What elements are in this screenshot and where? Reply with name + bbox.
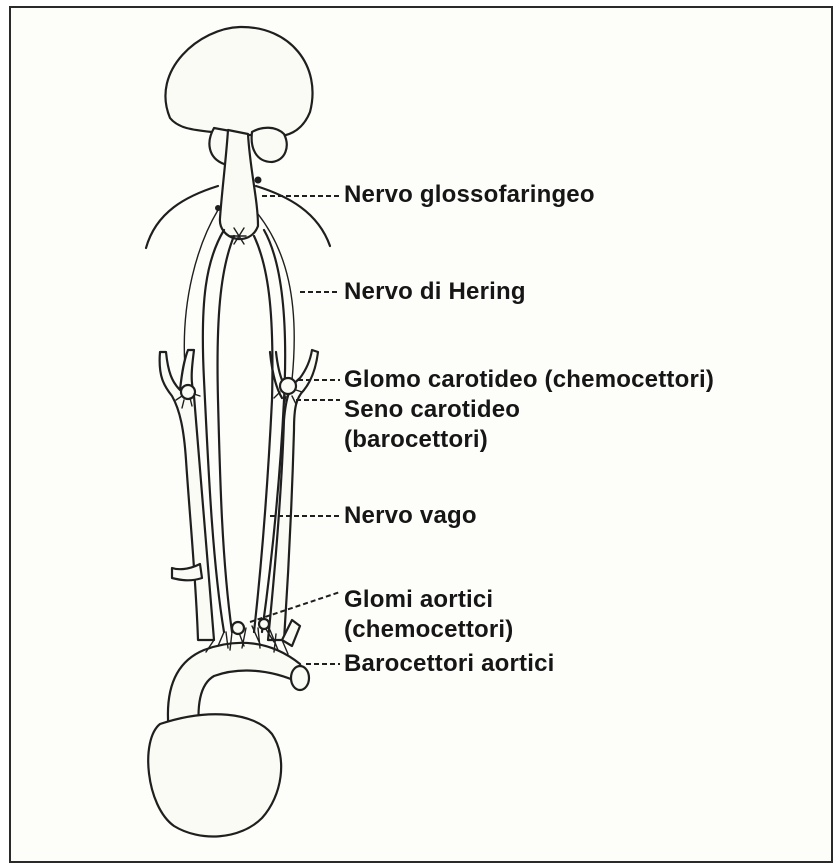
heart [148, 714, 281, 836]
brain [165, 27, 312, 136]
label-glossopharyngeal-nerve: Nervo glossofaringeo [344, 181, 595, 209]
carotid-body-left [181, 385, 195, 399]
carotid-body-right [280, 378, 296, 394]
label-vagus-nerve: Nervo vago [344, 502, 477, 530]
vagus-nerve-left-inner [218, 236, 234, 632]
label-carotid-sinus-line2: (barocettori) [344, 426, 488, 454]
label-aortic-bodies-line2: (chemocettori) [344, 616, 514, 644]
subclavian-artery-left [172, 564, 202, 580]
label-carotid-sinus-line1: Seno carotideo [344, 396, 520, 424]
glossopharyngeal-nucleus-right [255, 177, 262, 184]
aorta-opening [291, 666, 309, 690]
label-aortic-bodies-line1: Glomi aortici [344, 586, 493, 614]
label-hering-nerve: Nervo di Hering [344, 278, 526, 306]
label-aortic-baroreceptors: Barocettori aortici [344, 650, 555, 678]
neck-outline-left [146, 186, 218, 248]
label-carotid-body: Glomo carotideo (chemocettori) [344, 366, 714, 394]
aortic-body-1 [232, 622, 244, 634]
cerebellum-right [252, 128, 287, 162]
aortic-body-2 [259, 619, 269, 629]
